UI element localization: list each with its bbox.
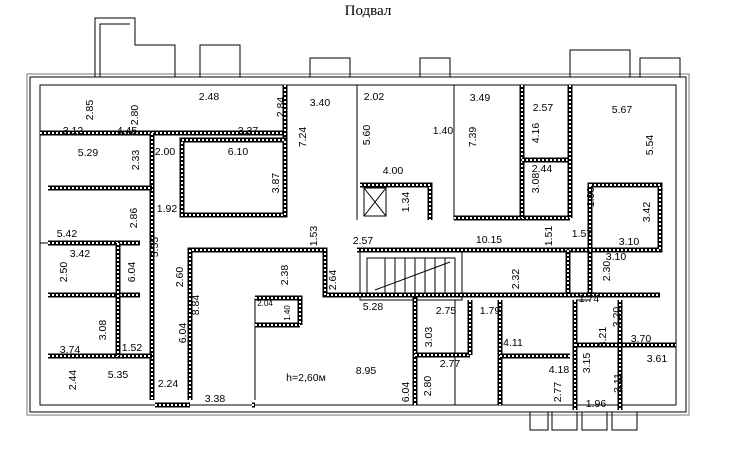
dimension-label: 5.42 [57, 228, 78, 240]
dimension-labels: 2.85 2.80 2.48 2.84 3.40 3.12 4.45 3.37 7.24 5.29… [57, 91, 668, 410]
dimension-label: 3.87 [270, 173, 282, 194]
dimension-label: 3.11 [612, 373, 624, 393]
dimension-label: 3.37 [238, 125, 259, 137]
ceiling-height-label: h=2,60м [286, 372, 326, 384]
dimension-label: 2.30 [601, 261, 613, 282]
top-annexes [94, 17, 681, 78]
dimension-label: 4.16 [530, 123, 542, 144]
dimension-label: 3.70 [631, 333, 652, 345]
dimension-label: 1.51 [543, 226, 555, 247]
dimension-label: 5.55 [149, 237, 161, 258]
dimension-label: 2.44 [67, 370, 79, 391]
dimension-label: 5.28 [363, 301, 384, 313]
dimension-label: 2.84 [275, 97, 287, 118]
dimension-label: 6.04 [126, 262, 138, 283]
wall-segment [255, 297, 301, 326]
dimension-label: 2.80 [129, 105, 141, 126]
dimension-label: 3.10 [606, 251, 627, 263]
dimension-label: 2.32 [510, 269, 522, 290]
dimension-label: 2.75 [436, 305, 457, 317]
dimension-label: 5.54 [644, 135, 656, 156]
dimension-label: 3.08 [530, 173, 542, 194]
dimension-label: 3.08 [97, 320, 109, 341]
dimension-label: 4.00 [383, 165, 404, 177]
dimension-label: 7.39 [467, 127, 479, 148]
dimension-label: 5.67 [612, 104, 633, 116]
dimension-label: 10.15 [476, 234, 502, 246]
dimension-label: 2.33 [130, 150, 142, 171]
dimension-label: 7.24 [297, 127, 309, 148]
dimension-label: 6.04 [177, 323, 189, 344]
dimension-label: 2.86 [128, 208, 140, 229]
dimension-label: 3.10 [619, 236, 640, 248]
dimension-label: 2.02 [364, 91, 385, 103]
dimension-label: 4.45 [117, 125, 138, 137]
plan-title: Подвал [344, 3, 392, 19]
wall-segment [181, 139, 286, 216]
dimension-label: 1.40 [283, 305, 292, 321]
dimension-label: 2.64 [327, 270, 339, 291]
dimension-label: 2.44 [532, 163, 553, 175]
dimension-label: 2.04 [257, 299, 273, 308]
dimension-label: 2.38 [279, 265, 291, 286]
wall-segment [587, 182, 663, 253]
dimension-label: 8.84 [190, 295, 202, 316]
dimension-label: 2.00 [155, 146, 176, 158]
wall-segment [360, 182, 433, 220]
dimension-label: 1.92 [157, 203, 178, 215]
dimension-label: 2.77 [552, 382, 564, 403]
dimension-label: 1.57 [572, 228, 593, 240]
dimension-label: 2.57 [533, 102, 554, 114]
wall-segment [360, 184, 431, 220]
dimension-label: 2.80 [422, 376, 434, 397]
dimension-label: 2.50 [58, 262, 70, 283]
dimension-label: 3.42 [641, 202, 653, 223]
dimension-label: 1.74 [579, 293, 600, 305]
dimension-label: 3.49 [470, 92, 491, 104]
dimension-label: 4.11 [503, 337, 523, 349]
dimension-label: 5.35 [108, 369, 129, 381]
dimension-label: 3.40 [310, 97, 331, 109]
dimension-label: 5.60 [361, 125, 373, 146]
dimension-label: 2.57 [353, 235, 374, 247]
dimension-label: 3.74 [60, 344, 81, 356]
dimension-label: 3.20 [611, 307, 623, 328]
dimension-label: 3.61 [647, 353, 668, 365]
bottom-annexes [529, 411, 638, 431]
dimension-label: 1.34 [400, 192, 412, 213]
dimension-label: 3.38 [205, 393, 226, 405]
dimension-label: 3.15 [581, 353, 593, 374]
dimension-label: 5.29 [78, 147, 99, 159]
dimension-label: 2.77 [440, 358, 461, 370]
dimension-label: 8.95 [356, 365, 377, 377]
dimension-label: 3.03 [423, 327, 435, 348]
dimension-label: 6.10 [228, 146, 249, 158]
dimension-label: 1.53 [308, 226, 320, 247]
dimension-label: 4.18 [549, 364, 570, 376]
dimension-label: 1.52 [122, 342, 143, 354]
dimension-label: 2.48 [199, 91, 220, 103]
dimension-label: 2.60 [174, 267, 186, 288]
dimension-label: 1.40 [433, 125, 454, 137]
dimension-label: 3.12 [63, 125, 84, 137]
dimension-label: 6.04 [400, 382, 412, 403]
dimension-label: 2.24 [158, 378, 179, 390]
wall-segment [189, 249, 416, 405]
outer-walls [26, 73, 690, 416]
dimension-label: 3.21 [597, 327, 609, 348]
dimension-label: 1.79 [480, 305, 501, 317]
hatched-walls [40, 85, 676, 410]
dimension-label: 1.90 [585, 187, 597, 208]
dimension-label: 3.42 [70, 248, 91, 260]
dimension-label: 2.85 [84, 100, 96, 121]
dimension-label: 1.96 [586, 398, 607, 410]
